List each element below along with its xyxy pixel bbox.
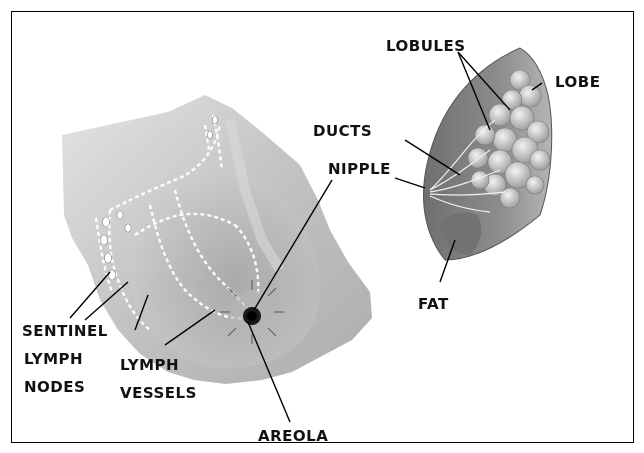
- label-fat: FAT: [418, 295, 449, 313]
- label-nipple: NIPPLE: [328, 160, 391, 178]
- areola-region: [220, 280, 284, 344]
- label-ducts: DUCTS: [313, 122, 372, 140]
- label-sentinel: SENTINEL: [22, 322, 108, 340]
- label-lymph: LYMPH: [24, 350, 83, 368]
- pointer-nipple-a: [395, 178, 425, 188]
- label-areola: AREOLA: [258, 427, 328, 445]
- label-lymph-vessels-line2: VESSELS: [120, 384, 197, 402]
- breast-cross-section: [423, 48, 551, 260]
- label-nodes: NODES: [24, 378, 85, 396]
- label-lymph-vessels-line1: LYMPH: [120, 356, 179, 374]
- label-lobe: LOBE: [555, 73, 600, 91]
- label-lobules: LOBULES: [386, 37, 466, 55]
